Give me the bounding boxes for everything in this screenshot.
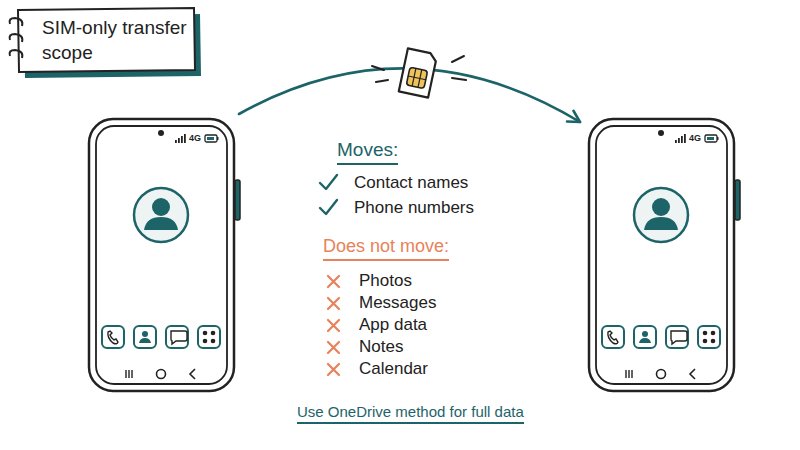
phone-outline (88, 118, 235, 392)
list-item: Calendar (359, 359, 428, 379)
list-item: Contact names (354, 173, 468, 193)
list-item: Messages (359, 293, 436, 313)
phone-device: 4G (88, 118, 235, 392)
diagram-title: SIM-only transfer scope (42, 16, 192, 65)
status-network: 4G (189, 133, 201, 143)
section-heading: Moves: (337, 139, 398, 165)
title-notepad (10, 8, 201, 78)
list-item: App data (359, 315, 427, 335)
list-item: Phone numbers (354, 198, 474, 218)
list-item: Notes (359, 337, 403, 357)
section-heading: Does not move: (323, 236, 449, 261)
status-network: 4G (689, 133, 701, 143)
phone-outline (588, 118, 735, 392)
sim-card (372, 48, 466, 97)
phone-device: 4G (588, 118, 735, 392)
check-marks (320, 175, 337, 214)
footer-note: Use OneDrive method for full data (297, 403, 524, 424)
cross-marks (328, 276, 339, 375)
list-item: Photos (359, 271, 412, 291)
transfer-arrow (239, 68, 580, 122)
